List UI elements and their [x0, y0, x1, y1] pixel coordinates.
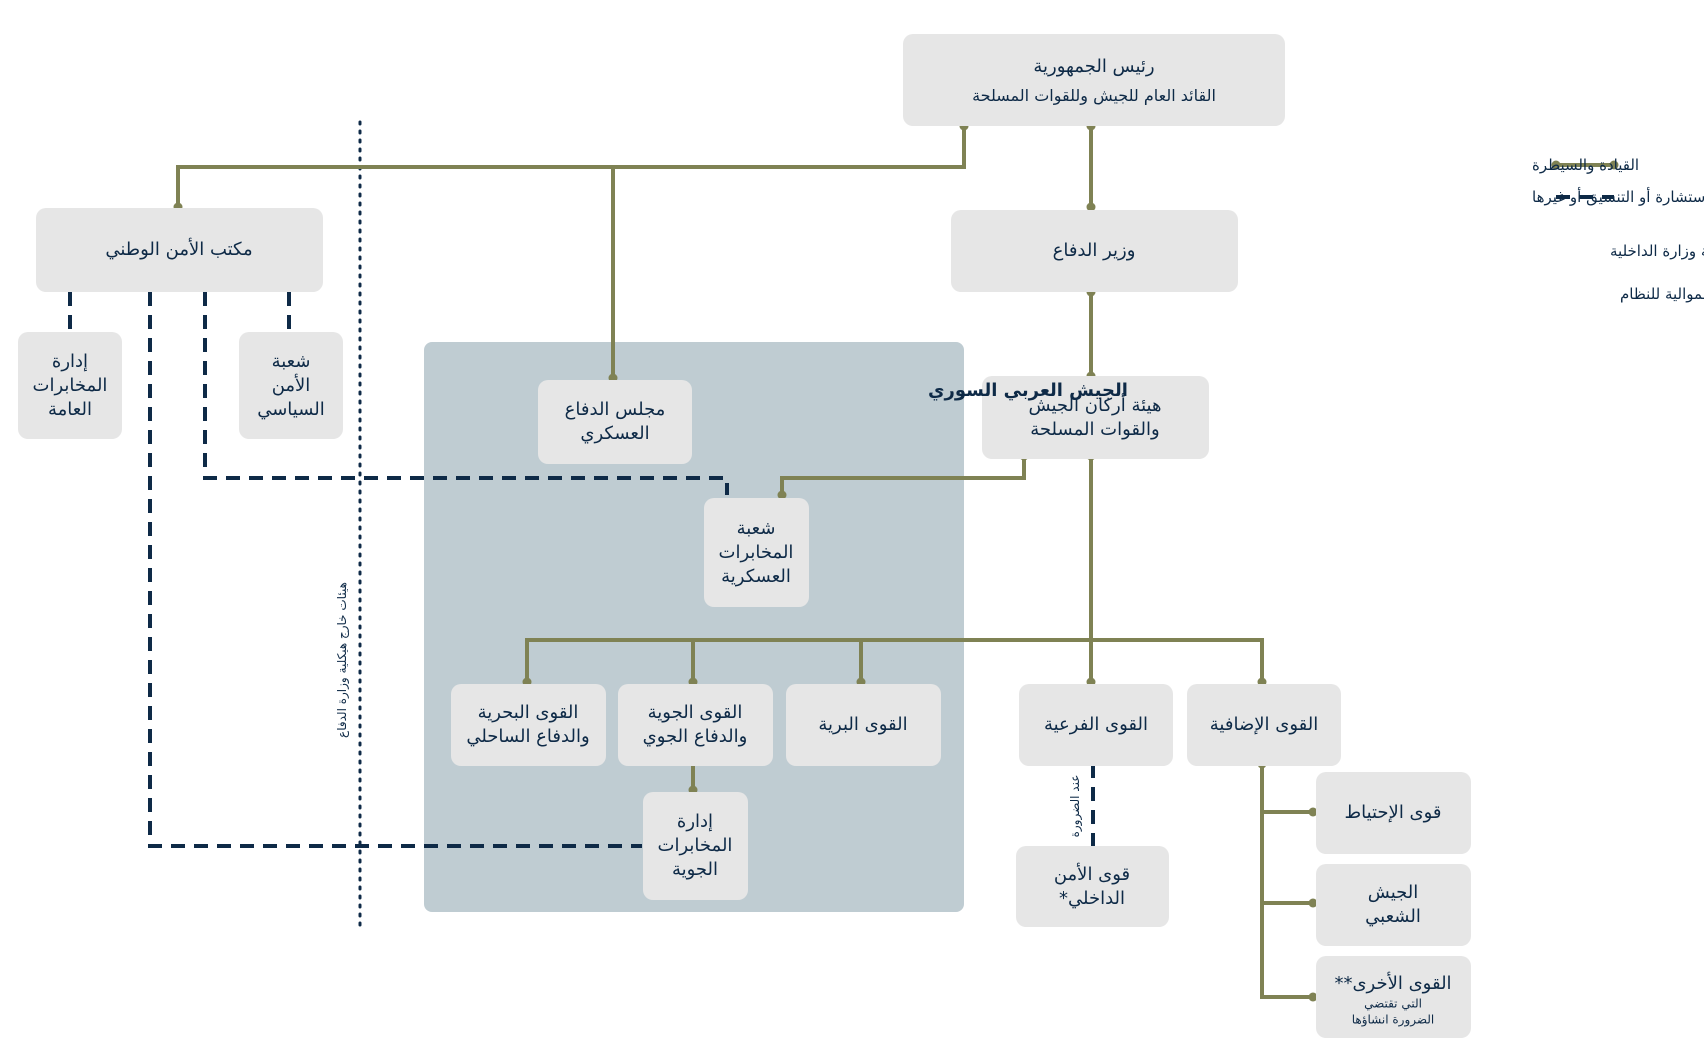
land-forces-box: [786, 684, 941, 766]
military-council-box: [538, 380, 692, 464]
branch-forces-label-1: القوى الفرعية: [1044, 714, 1148, 735]
national-security-label-1: مكتب الأمن الوطني: [105, 238, 252, 260]
other-forces-note-1: التي تقتضي: [1364, 997, 1422, 1011]
branch-forces-box: [1019, 684, 1173, 766]
outside-ministry-label: هيئات خارج هيكلية وزارة الدفاع: [335, 582, 350, 738]
node-labels: وزير الدفاع مكتب الأمن الوطني إدارة المخابر…: [33, 238, 1452, 1028]
air-intelligence-label-1: إدارة: [677, 811, 713, 832]
defense-minister-label-1: وزير الدفاع: [1053, 240, 1136, 261]
additional-forces-box: [1187, 684, 1341, 766]
president-box: [903, 34, 1285, 126]
land-forces-label-1: القوى البرية: [818, 714, 907, 735]
national-security-box: [36, 208, 323, 292]
military-council-label-1: مجلس الدفاع: [565, 399, 666, 420]
general-staff-label-2: والقوات المسلحة: [1030, 419, 1159, 440]
popular-army-label-2: الشعبي: [1365, 906, 1421, 927]
general-staff-label-1: هيئة أركان الجيش: [1029, 393, 1162, 416]
popular-army-box: [1316, 864, 1471, 946]
air-forces-label-1: القوى الجوية: [648, 702, 743, 723]
command-lines: [176, 126, 1313, 999]
military-intelligence-label-1: شعبة: [737, 518, 776, 539]
other-forces-note-2: الضرورة انشاؤها: [1352, 1013, 1435, 1028]
legend-command-label: القيادة والسيطرة: [1532, 156, 1639, 174]
political-security-label-2: الأمن: [272, 374, 311, 396]
military-intelligence-label-2: المخابرات: [719, 542, 794, 563]
advisory-lines: [68, 292, 1095, 848]
president-subtitle: القائد العام للجيش وللقوات المسلحة: [972, 86, 1216, 106]
general-intelligence-label-3: العامة: [48, 399, 92, 420]
general-staff-box: [982, 376, 1209, 459]
air-intelligence-label-3: الجوية: [672, 859, 718, 880]
military-intelligence-label-3: العسكرية: [721, 566, 791, 587]
additional-forces-label-1: القوى الإضافية: [1210, 714, 1318, 735]
node-boxes: [18, 34, 1471, 1038]
general-intelligence-label-1: إدارة: [52, 351, 88, 372]
military-intelligence-box: [704, 498, 809, 607]
other-forces-box: [1316, 956, 1471, 1038]
internal-security-label-1: قوى الأمن: [1054, 863, 1130, 885]
naval-forces-box: [451, 684, 606, 766]
reserve-forces-box: [1316, 772, 1471, 854]
legend-note-interior: * جزء من هيكلية وزارة الداخلية: [1610, 242, 1704, 260]
air-forces-label-2: والدفاع الجوي: [643, 726, 748, 747]
political-security-label-3: السياسي: [257, 399, 325, 420]
other-forces-label-1: القوى الأخرى**: [1334, 972, 1451, 994]
president-title: رئيس الجمهورية: [1033, 56, 1154, 77]
military-council-label-2: العسكري: [580, 423, 649, 444]
internal-security-box: [1016, 846, 1169, 927]
reserve-forces-label-1: قوى الإحتياط: [1344, 802, 1441, 823]
legend: القيادة والسيطرة الاستشارة أو التنسيق أو…: [1532, 156, 1704, 303]
political-security-box: [239, 332, 343, 439]
air-intelligence-box: [643, 792, 748, 900]
air-forces-box: [618, 684, 773, 766]
army-region: [424, 342, 964, 912]
political-security-label-1: شعبة: [272, 351, 311, 372]
internal-security-label-2: الداخلي*: [1059, 888, 1125, 909]
army-title: الجيش العربي السوري: [928, 380, 1128, 401]
legend-advisory-label: الاستشارة أو التنسيق أو غيرها: [1532, 187, 1704, 206]
air-intelligence-label-2: المخابرات: [658, 835, 733, 856]
legend-note-militias: ** تشمل الميليشيات الموالية للنظام: [1620, 285, 1704, 303]
naval-forces-label-2: والدفاع الساحلي: [466, 726, 589, 747]
general-intelligence-box: [18, 332, 122, 439]
general-intelligence-label-2: المخابرات: [33, 375, 108, 396]
when-needed-label: عند الضرورة: [1068, 775, 1083, 838]
naval-forces-label-1: القوى البحرية: [478, 702, 579, 723]
defense-minister-box: [951, 210, 1238, 292]
popular-army-label-1: الجيش: [1368, 882, 1418, 903]
